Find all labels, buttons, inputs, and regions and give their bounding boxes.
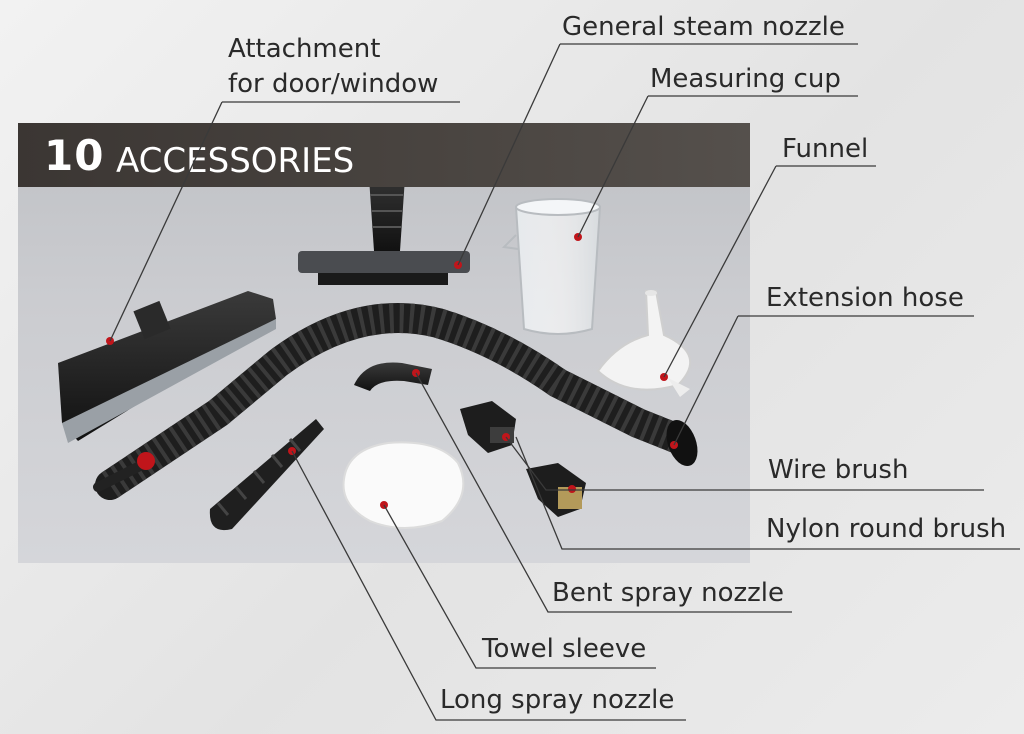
label-measuring-cup: Measuring cup <box>650 64 841 94</box>
wire-brush <box>460 401 516 453</box>
label-attachment-line1: Attachment <box>228 34 381 64</box>
label-wire-brush: Wire brush <box>768 455 909 485</box>
measuring-cup <box>501 198 602 335</box>
title-bar: 10 ACCESSORIES <box>18 123 750 187</box>
label-attachment-line2: for door/window <box>228 69 439 99</box>
bent-spray-nozzle <box>354 362 432 391</box>
accessories-photo: 10 ACCESSORIES <box>18 123 750 563</box>
long-spray-nozzle <box>209 419 324 531</box>
label-bent-spray-nozzle: Bent spray nozzle <box>552 578 784 608</box>
label-long-spray-nozzle: Long spray nozzle <box>440 685 675 715</box>
towel-sleeve <box>342 441 465 529</box>
label-general-steam-nozzle: General steam nozzle <box>562 12 845 42</box>
label-nylon-round-brush: Nylon round brush <box>766 514 1007 544</box>
label-attachment: Attachment for door/window <box>228 32 438 102</box>
title-number: 10 <box>44 131 105 180</box>
accessories-illustration <box>58 163 698 531</box>
label-towel-sleeve: Towel sleeve <box>482 634 647 664</box>
door-window-attachment <box>58 291 276 443</box>
label-funnel: Funnel <box>782 134 869 164</box>
title-word: ACCESSORIES <box>116 141 355 181</box>
label-extension-hose: Extension hose <box>766 283 964 313</box>
nylon-round-brush <box>526 463 586 517</box>
funnel <box>596 290 692 397</box>
